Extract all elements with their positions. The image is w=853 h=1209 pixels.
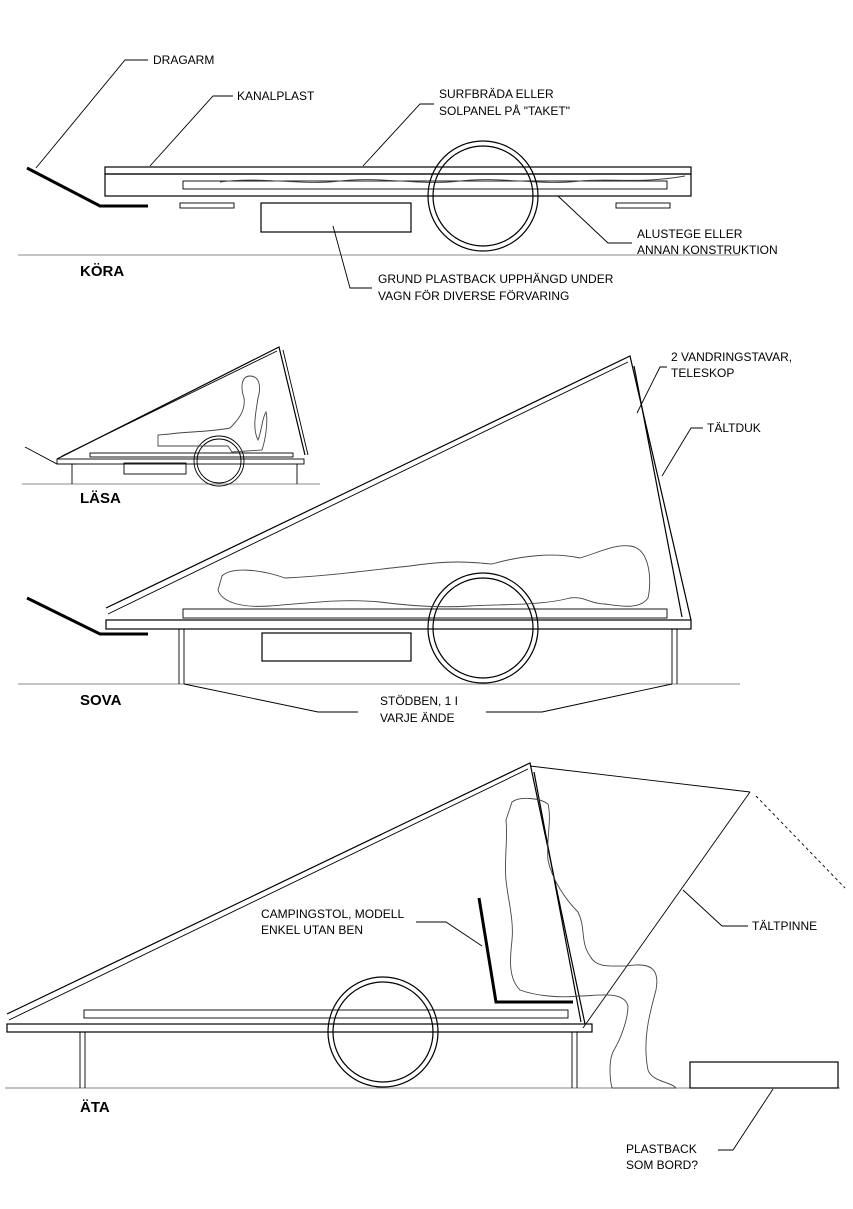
sova-surfboard	[182, 608, 668, 619]
sova-tent-roof-inner	[107, 361, 629, 615]
label-stodben-2: VARJE ÄNDE	[380, 711, 454, 725]
kora-wheel-inner	[432, 145, 534, 247]
label-bord-1: PLASTBACK	[626, 1142, 697, 1156]
ata-tent-roof	[6, 762, 586, 1025]
label-taltpinne: TÄLTPINNE	[752, 919, 817, 933]
ata-tent-pole	[533, 771, 582, 1023]
ata-wheel-outer	[327, 976, 439, 1088]
sova-platform	[105, 619, 692, 630]
ata-platform	[6, 1023, 593, 1033]
label-alustege-1: ALUSTEGE ELLER	[637, 227, 743, 241]
ata-wheel-inner	[332, 981, 434, 1083]
ata-awning-line	[529, 765, 751, 793]
ata-camping-chair	[477, 897, 573, 1004]
leader-alustege	[557, 195, 632, 244]
label-bord-2: SOM BORD?	[626, 1158, 698, 1172]
sova-wheel-outer	[427, 572, 539, 684]
label-vandringstavar-2: TELESKOP	[671, 366, 734, 380]
label-dragarm: DRAGARM	[153, 53, 214, 67]
mode-title-kora: KÖRA	[80, 263, 124, 280]
sova-tent-roof	[105, 355, 692, 621]
kora-platform	[104, 173, 692, 197]
lasa-platform	[56, 458, 305, 465]
ata-table-box	[689, 1061, 839, 1089]
kora-rail-left	[179, 202, 235, 209]
leader-vandringstavar	[636, 366, 667, 414]
leader-surfboard	[362, 103, 434, 167]
kora-roof-board	[104, 166, 692, 175]
leader-taltpinne	[682, 889, 748, 927]
sova-tent-pole	[633, 365, 683, 618]
lasa-reading-person	[157, 375, 268, 453]
mode-title-ata: ÄTA	[80, 1099, 110, 1116]
lasa-surfboard	[89, 452, 294, 458]
sova-wheel-inner	[432, 577, 534, 679]
leader-campingstol	[416, 921, 483, 947]
label-surfboard-1: SURFBRÄDA ELLER	[439, 87, 554, 101]
ata-leg-right	[571, 1032, 578, 1088]
lasa-view: LÄSA	[22, 346, 320, 507]
label-alustege-2: ANNAN KONSTRUKTION	[637, 243, 778, 257]
lasa-wheel-outer	[193, 435, 245, 487]
lasa-tent-roof	[56, 346, 306, 460]
label-stodben-1: STÖDBEN, 1 I	[380, 694, 458, 708]
lasa-wheel-inner	[196, 438, 242, 484]
leader-stodben-left	[183, 683, 358, 713]
leader-plastback-bord	[718, 1088, 774, 1151]
ata-awning-dotted	[755, 795, 846, 889]
label-taltduk: TÄLTDUK	[707, 421, 761, 435]
mode-title-sova: SOVA	[80, 692, 122, 709]
sova-leg-left	[178, 629, 185, 684]
kora-draw-arm	[26, 166, 148, 208]
label-plastback-2: VAGN FÖR DIVERSE FÖRVARING	[378, 289, 569, 303]
ata-surfboard	[83, 1009, 569, 1019]
label-vandringstavar-1: 2 VANDRINGSTAVAR,	[671, 350, 792, 364]
label-campingstol-1: CAMPINGSTOL, MODELL	[261, 907, 404, 921]
kora-surfboard	[182, 180, 668, 190]
sova-leg-right	[671, 629, 678, 684]
lasa-tent-pole	[282, 349, 309, 456]
ata-view: CAMPINGSTOL, MODELL ENKEL UTAN BEN TÄLTP…	[5, 762, 846, 1172]
ata-leg-left	[79, 1032, 86, 1088]
kora-rail-right	[615, 202, 671, 209]
sova-sleeping-person	[217, 545, 651, 608]
ata-tent-roof-inner	[8, 768, 529, 1021]
kora-wheel-outer	[427, 140, 539, 252]
sova-draw-arm	[26, 596, 148, 636]
mode-title-lasa: LÄSA	[80, 490, 121, 507]
lasa-draw-arm	[24, 446, 78, 465]
lasa-storage-box	[123, 462, 187, 475]
kora-wavy-line	[219, 175, 686, 183]
sova-view: 2 VANDRINGSTAVAR, TELESKOP TÄLTDUK STÖDB…	[18, 350, 792, 725]
kora-storage-box	[260, 202, 412, 233]
kora-view: DRAGARM KANALPLAST SURFBRÄDA ELLER SOLPA…	[18, 53, 778, 303]
leader-taltduk	[661, 427, 703, 477]
label-campingstol-2: ENKEL UTAN BEN	[261, 923, 363, 937]
label-kanalplast: KANALPLAST	[237, 89, 315, 103]
leader-dragarm	[35, 59, 148, 169]
leader-plastback	[332, 225, 372, 289]
lasa-tent-roof-inner	[61, 350, 278, 457]
leader-stodben-right	[486, 683, 673, 713]
leader-kanalplast	[149, 95, 233, 167]
ata-sitting-person	[504, 797, 677, 1089]
sova-storage-box	[261, 632, 412, 662]
label-plastback-1: GRUND PLASTBACK UPPHÄNGD UNDER	[378, 272, 614, 286]
label-surfboard-2: SOLPANEL PÅ "TAKET"	[439, 103, 570, 118]
ata-tent-peg-pole	[582, 791, 751, 1029]
